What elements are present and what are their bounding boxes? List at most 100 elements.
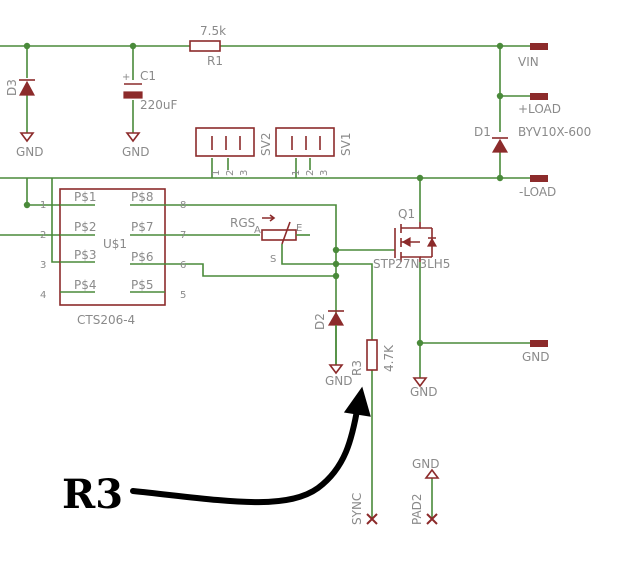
gnd-label-q1: GND bbox=[410, 385, 438, 399]
junction-dot bbox=[416, 174, 424, 182]
ic-pin-left-2: P$2 bbox=[74, 220, 97, 234]
sv2-pin-3: 3 bbox=[239, 170, 250, 176]
capacitor-c1-plate-neg bbox=[123, 91, 143, 99]
diode-d1-triangle bbox=[491, 138, 509, 153]
pad2-label: PAD2 bbox=[410, 493, 424, 525]
junction-dot bbox=[23, 201, 31, 209]
junction-dot bbox=[496, 42, 504, 50]
junction-dot bbox=[332, 246, 340, 254]
header-sv2[interactable]: 1 2 3 SV2 bbox=[195, 127, 273, 176]
pad-vin[interactable] bbox=[530, 43, 548, 50]
pot-a-label: A bbox=[254, 225, 261, 236]
junctions bbox=[23, 42, 504, 347]
rgs-label: RGS bbox=[230, 216, 255, 230]
header-sv2-body bbox=[195, 127, 255, 157]
sync-pad[interactable]: SYNC bbox=[350, 493, 378, 525]
ic-num-8: 8 bbox=[180, 200, 186, 211]
gnd-symbol-c1 bbox=[125, 132, 141, 143]
mosfet-q1[interactable]: Q1 STP27N3LH5 bbox=[373, 207, 450, 271]
sv1-label: SV1 bbox=[339, 133, 353, 156]
gnd-label-d3: GND bbox=[16, 145, 44, 159]
header-sv1[interactable]: 1 2 3 SV1 bbox=[275, 127, 353, 176]
gnd-symbols-top: GND GND bbox=[16, 132, 150, 159]
annotation-arrow bbox=[130, 402, 361, 506]
connector-pads: VIN +LOAD -LOAD GND bbox=[518, 43, 561, 364]
ic-pin-left-1: P$1 bbox=[74, 190, 97, 204]
gnd-label-d2: GND bbox=[325, 374, 353, 388]
r3-value-label: 4.7K bbox=[382, 344, 396, 372]
gnd-symbols-mid: GND GND bbox=[325, 364, 438, 399]
annotation-arrowhead bbox=[343, 386, 371, 417]
junction-dot bbox=[332, 260, 340, 268]
junction-dot bbox=[332, 272, 340, 280]
pot-s-label: S bbox=[270, 254, 276, 265]
sv1-pin-3: 3 bbox=[319, 170, 330, 176]
diode-d3[interactable]: D3 bbox=[5, 79, 36, 96]
junction-dot bbox=[23, 42, 31, 50]
resistor-r3[interactable]: R3 4.7K bbox=[350, 339, 396, 376]
c1-plus-sign: + bbox=[122, 72, 130, 83]
ic-u1[interactable]: P$1 P$2 P$3 P$4 P$8 P$7 P$6 P$5 U$1 CTS2… bbox=[40, 188, 186, 327]
pot-e-label: E bbox=[296, 223, 302, 234]
ic-num-7: 7 bbox=[180, 230, 186, 241]
resistor-r1[interactable]: 7.5k R1 bbox=[189, 24, 226, 68]
annotation: R3 bbox=[62, 386, 371, 518]
q1-value-label: STP27N3LH5 bbox=[373, 257, 450, 271]
d3-name-label: D3 bbox=[5, 79, 19, 96]
potentiometer-rgs[interactable]: RGS A E S bbox=[230, 214, 310, 265]
junction-dot bbox=[496, 174, 504, 182]
r3-name-label: R3 bbox=[350, 360, 364, 376]
ic-u1-body bbox=[59, 188, 166, 306]
wire-pin6 bbox=[175, 263, 336, 277]
diode-d2-triangle bbox=[327, 311, 345, 326]
ic-num-2: 2 bbox=[40, 230, 46, 241]
capacitor-c1[interactable]: + C1 220uF bbox=[122, 69, 178, 112]
junction-dot bbox=[496, 92, 504, 100]
wire-r3 bbox=[336, 263, 373, 520]
wire-pot-s bbox=[281, 244, 336, 265]
sv2-label: SV2 bbox=[259, 133, 273, 156]
annotation-label: R3 bbox=[62, 471, 123, 518]
gnd-symbol-d3 bbox=[19, 132, 35, 143]
pad2-gnd-label: GND bbox=[412, 457, 440, 471]
diode-d1[interactable]: D1 BYV10X-600 bbox=[474, 125, 591, 153]
q1-name-label: Q1 bbox=[398, 207, 415, 221]
pot-wiper bbox=[281, 221, 291, 245]
ic-num-1: 1 bbox=[40, 200, 46, 211]
pot-arrow bbox=[262, 214, 276, 222]
pad-gnd-right[interactable] bbox=[530, 340, 548, 347]
diode-d3-triangle bbox=[18, 80, 36, 96]
gnd-label-c1: GND bbox=[122, 145, 150, 159]
ic-pin-right-6: P$6 bbox=[131, 250, 154, 264]
vin-label: VIN bbox=[518, 55, 539, 69]
ic-num-5: 5 bbox=[180, 290, 186, 301]
pad-minus-load[interactable] bbox=[530, 175, 548, 182]
ic-num-4: 4 bbox=[40, 290, 46, 301]
sync-x-mark bbox=[366, 513, 378, 525]
header-sv1-pins bbox=[291, 136, 321, 150]
pad2[interactable]: GND PAD2 bbox=[410, 457, 440, 525]
pad-plus-load[interactable] bbox=[530, 93, 548, 100]
header-sv1-body bbox=[275, 127, 335, 157]
sync-label: SYNC bbox=[350, 493, 364, 525]
q1-diode-leads bbox=[420, 227, 432, 258]
r1-value-label: 7.5k bbox=[200, 24, 226, 38]
ic-u1-pin-stubs-left bbox=[60, 204, 95, 293]
sv2-pin-2: 2 bbox=[225, 170, 236, 176]
ic-num-6: 6 bbox=[180, 260, 186, 271]
header-sv2-pins bbox=[211, 136, 241, 150]
d1-name-label: D1 bbox=[474, 125, 491, 139]
q1-body-diode-tri bbox=[426, 237, 438, 247]
ic-num-3: 3 bbox=[40, 260, 46, 271]
pad2-gnd-symbol bbox=[424, 468, 440, 479]
resistor-r3-body bbox=[366, 339, 378, 371]
r1-name-label: R1 bbox=[207, 54, 223, 68]
diode-d2[interactable]: D2 bbox=[313, 310, 345, 365]
d1-value-label: BYV10X-600 bbox=[518, 125, 591, 139]
wires bbox=[0, 45, 530, 520]
c1-name-label: C1 bbox=[140, 69, 156, 83]
wire-header-stubs bbox=[211, 158, 311, 178]
gnd-right-label: GND bbox=[522, 350, 550, 364]
plus-load-label: +LOAD bbox=[518, 102, 561, 116]
